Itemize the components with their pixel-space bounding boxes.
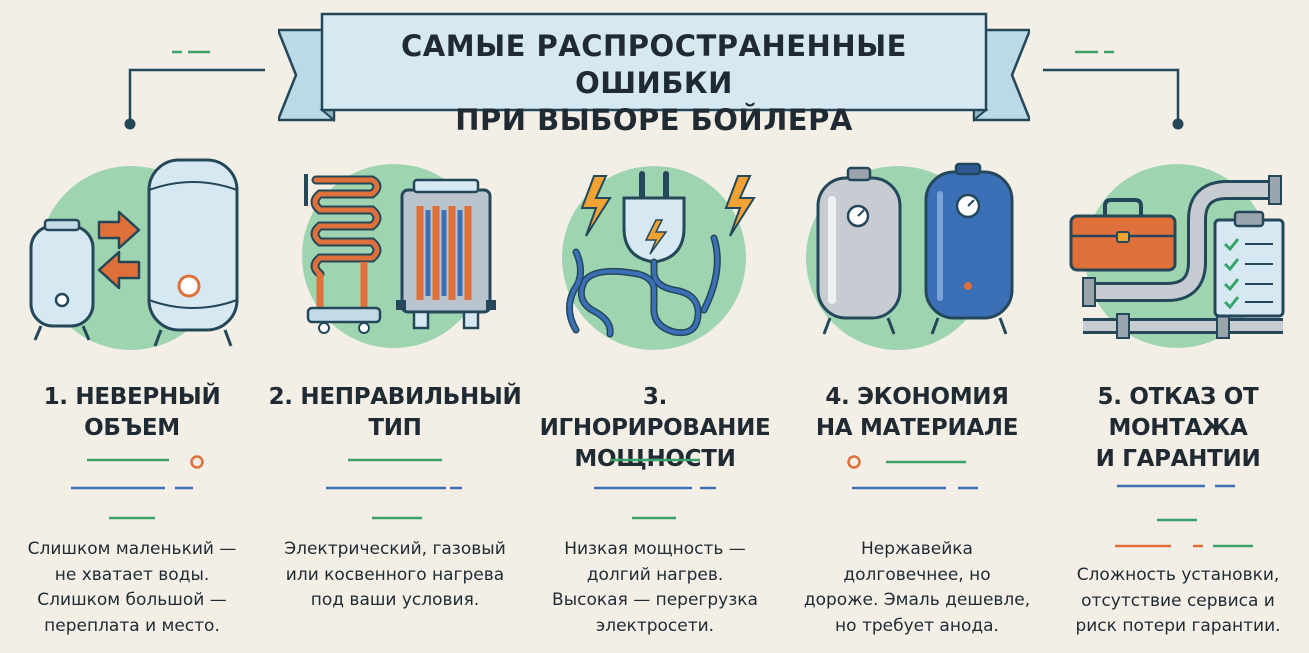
section-3-heading: 3. ИГНОРИРОВАНИЕ МОЩНОСТИ bbox=[524, 382, 786, 475]
desc-line: но требует анода. bbox=[835, 615, 999, 636]
heading-line: 1. НЕВЕРНЫЙ bbox=[43, 384, 221, 410]
section-3-divider bbox=[594, 458, 716, 520]
heading-line: МОНТАЖА bbox=[1108, 415, 1248, 441]
title-line-2: ПРИ ВЫБОРЕ БОЙЛЕРА bbox=[455, 103, 853, 137]
section-5-divider bbox=[1115, 484, 1253, 548]
desc-line: долговечнее, но bbox=[843, 564, 991, 585]
section-1-heading: 1. НЕВЕРНЫЙ ОБЪЕМ bbox=[1, 382, 263, 444]
section-5-description: Сложность установки, отсутствие сервиса … bbox=[1047, 563, 1309, 640]
desc-line: Электрический, газовый bbox=[284, 539, 506, 559]
section-1-description: Слишком маленький — не хватает воды. Сли… bbox=[1, 537, 263, 639]
desc-line: электросети. bbox=[595, 615, 715, 636]
steel-tank-icon bbox=[816, 166, 902, 335]
section-1-divider bbox=[71, 455, 204, 520]
toolbox-icon bbox=[1069, 198, 1177, 272]
section-3-illustration bbox=[562, 166, 756, 350]
section-4-description: Нержавейка долговечнее, но дороже. Эмаль… bbox=[786, 537, 1048, 639]
heading-line: 5. ОТКАЗ ОТ bbox=[1097, 384, 1259, 410]
section-2-heading: 2. НЕПРАВИЛЬНЫЙ ТИП bbox=[264, 382, 526, 444]
desc-line: Высокая — перегрузка bbox=[552, 590, 758, 610]
checklist-icon bbox=[1213, 210, 1285, 318]
heading-line: И ГАРАНТИИ bbox=[1095, 446, 1261, 472]
desc-line: Сложность установки, bbox=[1076, 565, 1280, 585]
section-2-divider bbox=[326, 458, 462, 520]
heading-line: 2. НЕПРАВИЛЬНЫЙ bbox=[268, 384, 522, 410]
desc-line: Нержавейка bbox=[861, 539, 973, 559]
heading-line: 3. ИГНОРИРОВАНИЕ bbox=[539, 384, 771, 441]
desc-line: Слишком маленький — bbox=[27, 539, 237, 559]
power-plug-icon bbox=[566, 171, 721, 338]
heading-line: ТИП bbox=[368, 415, 422, 441]
heat-exchanger-icon bbox=[396, 178, 496, 330]
section-2-illustration bbox=[302, 164, 496, 348]
section-4-divider bbox=[847, 455, 978, 490]
section-2-description: Электрический, газовый или косвенного на… bbox=[264, 537, 526, 614]
desc-line: дороже. Эмаль дешевле, bbox=[803, 590, 1031, 610]
large-boiler-icon bbox=[147, 158, 239, 347]
heading-line: 4. ЭКОНОМИЯ bbox=[825, 384, 1009, 410]
section-ignoring-power: 3. ИГНОРИРОВАНИЕ МОЩНОСТИ Низкая мощност… bbox=[524, 150, 786, 650]
desc-line: Низкая мощность — bbox=[564, 539, 746, 559]
arrows-icon bbox=[97, 210, 141, 290]
section-1-illustration bbox=[29, 158, 239, 350]
pipes-icon bbox=[1082, 175, 1283, 339]
section-3-description: Низкая мощность — долгий нагрев. Высокая… bbox=[524, 537, 786, 639]
section-saving-on-material: 4. ЭКОНОМИЯ НА МАТЕРИАЛЕ Нержавейка долг… bbox=[786, 150, 1048, 650]
title-banner: САМЫЕ РАСПРОСТРАНЕННЫЕ ОШИБКИ ПРИ ВЫБОРЕ… bbox=[278, 12, 1030, 137]
desc-line: или косвенного нагрева bbox=[285, 564, 505, 585]
desc-line: переплата и место. bbox=[44, 615, 220, 636]
section-4-illustration bbox=[806, 162, 1014, 350]
title-line-1: САМЫЕ РАСПРОСТРАНЕННЫЕ ОШИБКИ bbox=[401, 29, 907, 100]
section-5-illustration bbox=[1069, 164, 1285, 348]
desc-line: Слишком большой — bbox=[37, 590, 227, 610]
desc-line: долгий нагрев. bbox=[586, 564, 724, 585]
enamel-tank-icon bbox=[924, 162, 1014, 335]
section-5-heading: 5. ОТКАЗ ОТ МОНТАЖА И ГАРАНТИИ bbox=[1047, 382, 1309, 475]
lightning-icon bbox=[580, 175, 756, 237]
section-no-installation-warranty: 5. ОТКАЗ ОТ МОНТАЖА И ГАРАНТИИ Сложность… bbox=[1047, 150, 1309, 650]
heating-coil-icon bbox=[304, 174, 382, 334]
desc-line: риск потери гарантии. bbox=[1075, 616, 1281, 636]
desc-line: не хватает воды. bbox=[54, 564, 210, 585]
desc-line: отсутствие сервиса и bbox=[1081, 590, 1275, 611]
section-4-heading: 4. ЭКОНОМИЯ НА МАТЕРИАЛЕ bbox=[786, 382, 1048, 444]
desc-line: под ваши условия. bbox=[310, 590, 480, 610]
section-wrong-volume: 1. НЕВЕРНЫЙ ОБЪЕМ Слишком маленький — не… bbox=[1, 150, 263, 650]
banner-connectors bbox=[124, 50, 1184, 130]
heading-line: НА МАТЕРИАЛЕ bbox=[815, 415, 1019, 441]
section-wrong-type: 2. НЕПРАВИЛЬНЫЙ ТИП Электрический, газов… bbox=[264, 150, 526, 650]
heading-line: ОБЪЕМ bbox=[84, 415, 180, 441]
page-title: САМЫЕ РАСПРОСТРАНЕННЫЕ ОШИБКИ ПРИ ВЫБОРЕ… bbox=[334, 28, 974, 139]
small-boiler-icon bbox=[29, 218, 95, 341]
